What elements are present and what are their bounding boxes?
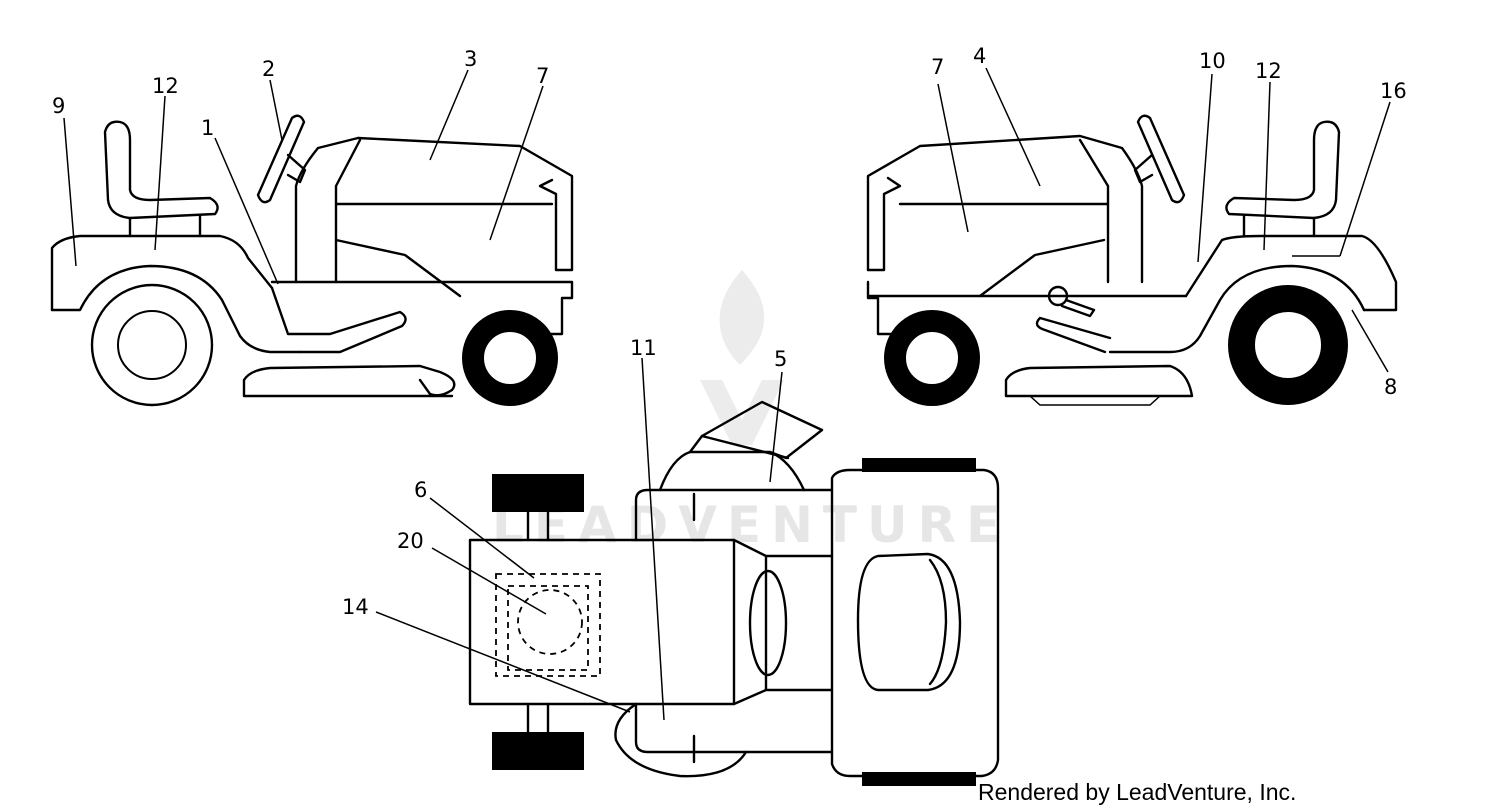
watermark-flame-icon <box>719 270 765 365</box>
leader-7-left <box>489 85 544 241</box>
leader-5 <box>769 371 783 483</box>
leader-14 <box>375 611 631 713</box>
leader-3 <box>429 69 469 161</box>
callout-5: 5 <box>774 347 787 371</box>
top-decal-6-outline <box>495 573 601 677</box>
leader-20 <box>431 547 547 615</box>
right-chassis <box>866 280 1188 336</box>
left-frame <box>270 286 407 354</box>
top-deck-bulge <box>614 702 748 778</box>
credit-text: Rendered by LeadVenture, Inc. <box>978 779 1296 805</box>
callout-1: 1 <box>201 116 214 140</box>
leader-1 <box>214 137 279 285</box>
callout-12-left: 12 <box>152 74 179 98</box>
top-rear-body <box>468 538 736 706</box>
left-rear-fender-lower <box>50 264 302 354</box>
right-rear-fender-lower <box>1108 264 1366 354</box>
leader-10 <box>1197 73 1213 263</box>
left-front-hub <box>482 330 538 386</box>
left-hood <box>356 136 574 272</box>
right-side-view: 7 4 10 12 16 8 <box>866 44 1407 406</box>
left-rear-hub <box>117 310 187 380</box>
left-hood-side <box>334 238 462 298</box>
top-front-tire-lower <box>862 772 976 786</box>
callout-12-right: 12 <box>1255 59 1282 83</box>
right-rear-fender <box>1184 234 1398 312</box>
top-decal-20-outline <box>507 585 589 671</box>
top-decal-circle <box>517 589 583 655</box>
top-hood <box>830 468 1000 778</box>
callout-10: 10 <box>1199 49 1226 73</box>
callout-7-left: 7 <box>536 64 549 88</box>
leader-6 <box>429 497 535 579</box>
right-mower-deck-lip <box>1029 395 1161 406</box>
leader-2 <box>269 79 283 141</box>
right-mower-deck <box>1004 364 1194 398</box>
right-front-hub <box>904 330 960 386</box>
callout-14: 14 <box>342 595 369 619</box>
right-hood <box>866 134 1144 284</box>
top-side-panel <box>634 488 834 754</box>
right-steering-column <box>1133 153 1154 184</box>
top-front-tire-upper <box>862 458 976 472</box>
left-side-view: 9 12 1 2 3 7 <box>50 47 574 407</box>
callout-7-right: 7 <box>931 55 944 79</box>
right-seat <box>1225 120 1341 220</box>
left-mower-deck <box>242 364 456 398</box>
leader-12-left <box>154 95 166 251</box>
callout-2: 2 <box>262 57 275 81</box>
right-steering-wheel <box>1136 114 1186 204</box>
top-view: 11 5 6 20 14 <box>342 336 1000 786</box>
left-rear-fender <box>50 234 274 312</box>
leader-4 <box>985 67 1041 187</box>
left-steering-column <box>286 153 307 184</box>
top-rear-axle <box>526 510 550 734</box>
top-rear-tire-lower <box>492 732 584 770</box>
right-footrest <box>1035 316 1112 354</box>
right-seat-post <box>1242 214 1316 238</box>
callout-3: 3 <box>464 47 477 71</box>
top-mid-section <box>732 538 834 706</box>
callout-4: 4 <box>973 44 986 68</box>
watermark-w-icon <box>700 380 784 445</box>
top-steering-oval <box>748 569 788 677</box>
right-hood-side <box>978 238 1106 298</box>
right-lever-knob <box>1047 285 1069 307</box>
callout-8: 8 <box>1384 375 1397 399</box>
left-chassis <box>270 280 574 336</box>
top-hood-grille <box>856 552 962 692</box>
callout-9: 9 <box>52 94 65 118</box>
leader-12-right <box>1263 81 1271 251</box>
left-dash <box>294 136 360 284</box>
left-hood-top <box>334 138 554 284</box>
leader-16 <box>1292 101 1391 257</box>
callout-6: 6 <box>414 478 427 502</box>
top-rear-tire-upper <box>492 474 584 512</box>
right-lever <box>1060 298 1096 318</box>
right-rear-hub <box>1253 310 1323 380</box>
leader-11 <box>641 357 665 721</box>
left-seat-post <box>128 214 202 238</box>
left-steering-wheel <box>256 114 306 204</box>
leader-8 <box>1351 309 1389 373</box>
leader-7-right <box>937 83 969 233</box>
callout-11: 11 <box>630 336 657 360</box>
top-hood-grille-inner <box>928 558 948 686</box>
top-mower-discharge <box>658 450 806 492</box>
right-hood-front <box>866 138 1110 284</box>
callout-20: 20 <box>397 529 424 553</box>
left-rear-tire <box>90 283 214 407</box>
callout-16: 16 <box>1380 79 1407 103</box>
leader-9 <box>63 117 77 267</box>
